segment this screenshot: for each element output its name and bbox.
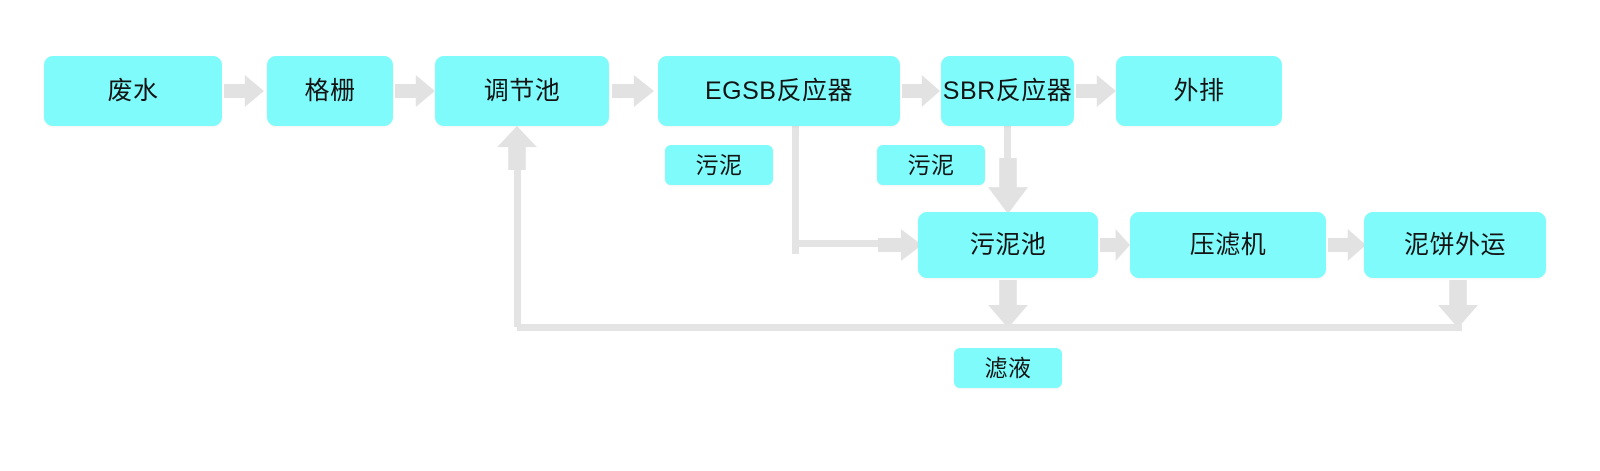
node-egsb-reactor-label: EGSB反应器 xyxy=(705,76,853,105)
arrow-sbr-to-discharge xyxy=(1076,75,1116,107)
arrow-pool-filtrate-down xyxy=(988,280,1028,328)
node-grille[interactable]: 格栅 xyxy=(267,56,393,126)
arrow-egsb-to-sbr xyxy=(902,75,940,107)
arrow-sbr-sludge-into-pool xyxy=(988,158,1028,214)
node-mud-cake-transport[interactable]: 泥饼外运 xyxy=(1364,212,1546,278)
arrow-cake-filtrate-down xyxy=(1438,280,1478,328)
node-wastewater-label: 废水 xyxy=(107,76,159,105)
node-filtrate[interactable]: 滤液 xyxy=(954,348,1062,388)
node-sludge-pool-label: 污泥池 xyxy=(969,230,1047,259)
node-discharge[interactable]: 外排 xyxy=(1116,56,1282,126)
line-egsb-sludge-vertical xyxy=(792,126,799,254)
arrow-grille-to-equal-tank xyxy=(395,75,435,107)
arrow-equal-tank-to-egsb xyxy=(612,75,654,107)
node-filter-press-label: 压滤机 xyxy=(1189,230,1267,259)
node-sludge-label-egsb-text: 污泥 xyxy=(695,151,743,178)
node-sludge-label-sbr[interactable]: 污泥 xyxy=(877,145,985,185)
arrow-press-to-cake-out xyxy=(1328,229,1366,261)
line-filtrate-return-horizontal xyxy=(517,324,1462,331)
node-sludge-label-sbr-text: 污泥 xyxy=(907,151,955,178)
node-equalization-tank-label: 调节池 xyxy=(483,76,561,105)
arrow-filtrate-into-equal-tank xyxy=(497,126,537,170)
line-filtrate-return-vertical xyxy=(514,160,521,327)
node-wastewater[interactable]: 废水 xyxy=(44,56,222,126)
arrow-egsb-sludge-into-pool xyxy=(878,229,922,261)
node-egsb-reactor[interactable]: EGSB反应器 xyxy=(658,56,900,126)
node-equalization-tank[interactable]: 调节池 xyxy=(435,56,609,126)
node-sludge-pool[interactable]: 污泥池 xyxy=(918,212,1098,278)
node-grille-label: 格栅 xyxy=(304,76,356,105)
arrow-pool-to-filter-press xyxy=(1100,229,1130,261)
node-filtrate-label: 滤液 xyxy=(984,354,1032,381)
node-sludge-label-egsb[interactable]: 污泥 xyxy=(665,145,773,185)
line-sbr-sludge-vertical xyxy=(1004,126,1011,166)
node-mud-cake-transport-label: 泥饼外运 xyxy=(1403,230,1506,259)
line-egsb-sludge-horizontal xyxy=(792,240,890,247)
arrow-wastewater-to-grille xyxy=(224,75,264,107)
node-discharge-label: 外排 xyxy=(1173,76,1225,105)
node-sbr-reactor-label: SBR反应器 xyxy=(942,76,1073,105)
node-filter-press[interactable]: 压滤机 xyxy=(1130,212,1326,278)
node-sbr-reactor[interactable]: SBR反应器 xyxy=(941,56,1074,126)
